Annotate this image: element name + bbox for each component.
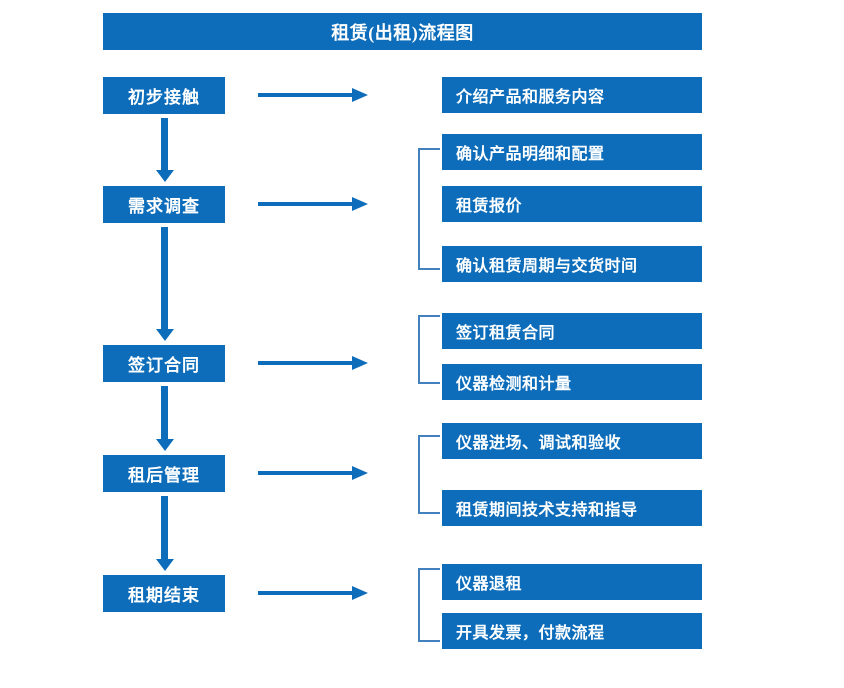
stage-box-2[interactable]: 需求调查 [103,186,225,223]
detail-box-9[interactable]: 仪器退租 [442,564,702,600]
arrow-shaft [258,93,354,97]
arrow-shaft [258,202,354,206]
detail-box-3[interactable]: 租赁报价 [442,186,702,222]
arrow-head-down-icon [156,329,174,341]
arrow-head-down-icon [156,439,174,451]
diagram-title: 租赁(出租)流程图 [103,13,702,50]
arrow-head-right-icon [352,197,368,211]
stage-box-1[interactable]: 初步接触 [103,77,225,114]
detail-box-1[interactable]: 介绍产品和服务内容 [442,77,702,113]
flow-arrow-down-3 [156,386,174,451]
flow-arrow-down-1 [156,118,174,182]
arrow-shaft [161,386,168,439]
flow-arrow-down-2 [156,227,174,341]
stage-box-3[interactable]: 签订合同 [103,345,225,382]
stage-box-4[interactable]: 租后管理 [103,455,225,492]
arrow-head-right-icon [352,586,368,600]
arrow-shaft [258,471,354,475]
arrow-shaft [161,496,168,559]
flow-arrow-right-3 [258,355,368,371]
flow-arrow-right-1 [258,87,368,103]
arrow-shaft [161,227,168,329]
flow-arrow-right-2 [258,196,368,212]
arrow-head-right-icon [352,466,368,480]
group-bracket-5 [418,568,440,642]
detail-box-6[interactable]: 仪器检测和计量 [442,364,702,400]
detail-box-7[interactable]: 仪器进场、调试和验收 [442,423,702,459]
group-bracket-4 [418,435,440,514]
arrow-head-right-icon [352,88,368,102]
detail-box-10[interactable]: 开具发票，付款流程 [442,613,702,649]
arrow-head-down-icon [156,559,174,571]
arrow-head-right-icon [352,356,368,370]
arrow-head-down-icon [156,170,174,182]
detail-box-2[interactable]: 确认产品明细和配置 [442,134,702,170]
group-bracket-2 [418,148,440,270]
flow-arrow-down-4 [156,496,174,571]
arrow-shaft [258,361,354,365]
detail-box-4[interactable]: 确认租赁周期与交货时间 [442,246,702,282]
arrow-shaft [258,591,354,595]
arrow-shaft [161,118,168,170]
detail-box-5[interactable]: 签订租赁合同 [442,313,702,349]
group-bracket-3 [418,315,440,384]
stage-box-5[interactable]: 租期结束 [103,575,225,612]
detail-box-8[interactable]: 租赁期间技术支持和指导 [442,490,702,526]
flow-arrow-right-4 [258,465,368,481]
flow-arrow-right-5 [258,585,368,601]
